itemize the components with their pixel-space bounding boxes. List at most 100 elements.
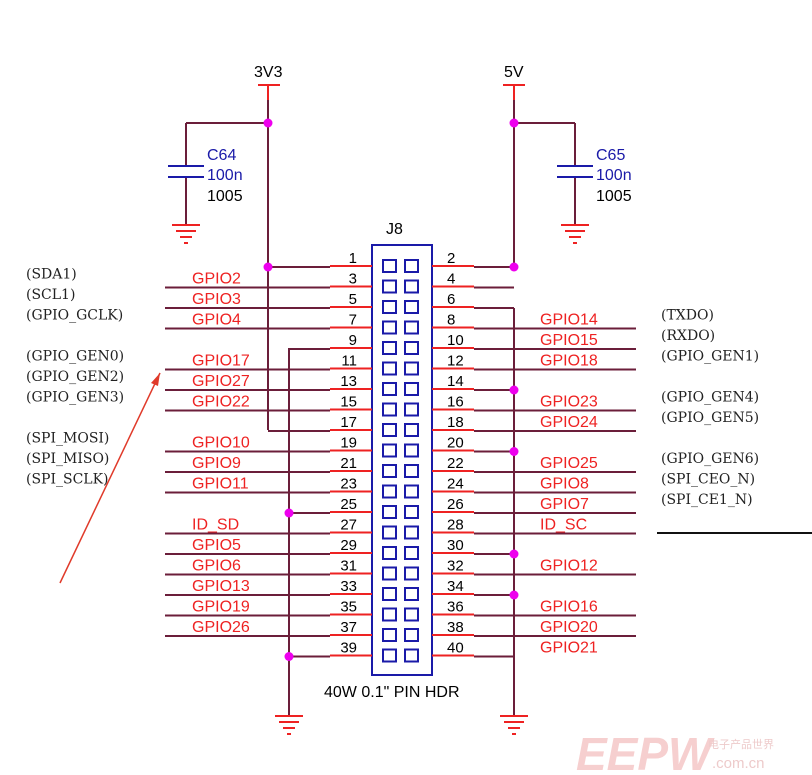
junction-dot [509,590,519,600]
pin-number-right: 4 [447,271,455,288]
net-label-left: GPIO10 [192,435,250,452]
junction-dot [263,262,273,272]
pin-number-left: 11 [341,353,357,370]
pin-pad [382,484,397,499]
junction-dot [284,652,294,661]
ground-symbol-right [500,715,528,735]
pin-pad [404,402,419,417]
c65-value: 100n [596,167,632,184]
pin-number-right: 14 [447,373,464,390]
pin-number-right: 22 [447,455,464,472]
junction-dot [509,549,519,559]
net-label-left: GPIO22 [192,394,250,411]
pin-number-right: 36 [447,599,464,616]
pin-pad [404,505,419,519]
note-left: (SDA1) [26,267,77,283]
power-symbol-5v [503,84,525,100]
note-right: (SPI_CEO_N) [661,472,755,488]
note-left: (GPIO_GEN2) [26,369,124,385]
net-label-left: GPIO27 [192,373,250,390]
net-label-left: GPIO17 [192,353,250,370]
pin-pad [404,525,419,540]
pin-number-left: 31 [340,558,357,575]
junction-dot [284,508,294,518]
pin-number-left: 19 [340,435,357,452]
net-label-left: GPIO19 [192,599,250,616]
pin-pad [382,361,397,376]
pin-pad [404,566,419,581]
pin-pad [382,259,397,273]
watermark-domain: .com.cn [712,755,765,772]
ground-symbol-left [275,715,303,735]
net-label-left: ID_SD [192,517,239,534]
connector-body [371,244,433,676]
pin-number-right: 26 [447,496,464,513]
pin-number-left: 15 [340,394,357,411]
pin-pad [404,443,419,458]
pin-pad [382,443,397,458]
pin-pad [404,259,419,273]
pin-number-left: 29 [340,537,357,554]
pin-number-right: 12 [447,353,464,370]
note-left: (GPIO_GEN0) [26,349,124,365]
pin-number-left: 27 [340,517,357,534]
pin-pad [404,546,419,560]
net-label-right: GPIO18 [540,353,598,370]
net-label-right: ID_SC [540,517,587,534]
pin-number-right: 38 [447,619,464,636]
net-label-right: GPIO20 [540,619,598,636]
net-label-right: GPIO7 [540,496,589,513]
net-label-left: GPIO11 [192,476,249,493]
pin-pad [404,423,419,437]
pin-number-right: 2 [447,250,455,267]
pin-number-left: 23 [340,476,357,493]
pin-number-left: 35 [340,599,357,616]
net-label-right: GPIO21 [540,640,598,657]
net-label-right: GPIO16 [540,599,598,616]
eepw-watermark: EEPW 电子产品世界 .com.cn [576,728,774,775]
capacitor-c65 [514,122,593,244]
note-right: (GPIO_GEN4) [661,390,759,406]
net-label-right: GPIO24 [540,414,598,431]
pin-number-right: 34 [447,578,464,595]
pin-pad [382,505,397,519]
pin-pad [382,300,397,314]
pin-pad [404,628,419,642]
junction-dot [509,447,519,456]
net-label-left: GPIO2 [192,271,241,288]
power-label-5v: 5V [504,64,524,81]
pin-pad [404,587,419,601]
note-right: (GPIO_GEN5) [661,410,759,426]
pin-number-left: 39 [340,640,357,657]
pin-number-right: 6 [447,291,455,308]
c65-package: 1005 [596,188,632,205]
pin-pad [382,382,397,396]
pin-number-right: 30 [447,537,464,554]
pin-pad [404,648,419,663]
watermark-cn: 电子产品世界 [708,737,774,751]
note-left: (SPI_SCLK) [26,472,109,488]
pin-number-right: 16 [447,394,464,411]
pin-pad [382,341,397,355]
net-label-left: GPIO9 [192,455,241,472]
pin-number-left: 9 [349,332,357,349]
pin-pad [382,464,397,478]
net-label-right: GPIO12 [540,558,598,575]
pin-number-right: 20 [447,435,464,452]
net-label-left: GPIO13 [192,578,250,595]
pin-number-left: 37 [340,619,357,636]
pin-pad [382,628,397,642]
